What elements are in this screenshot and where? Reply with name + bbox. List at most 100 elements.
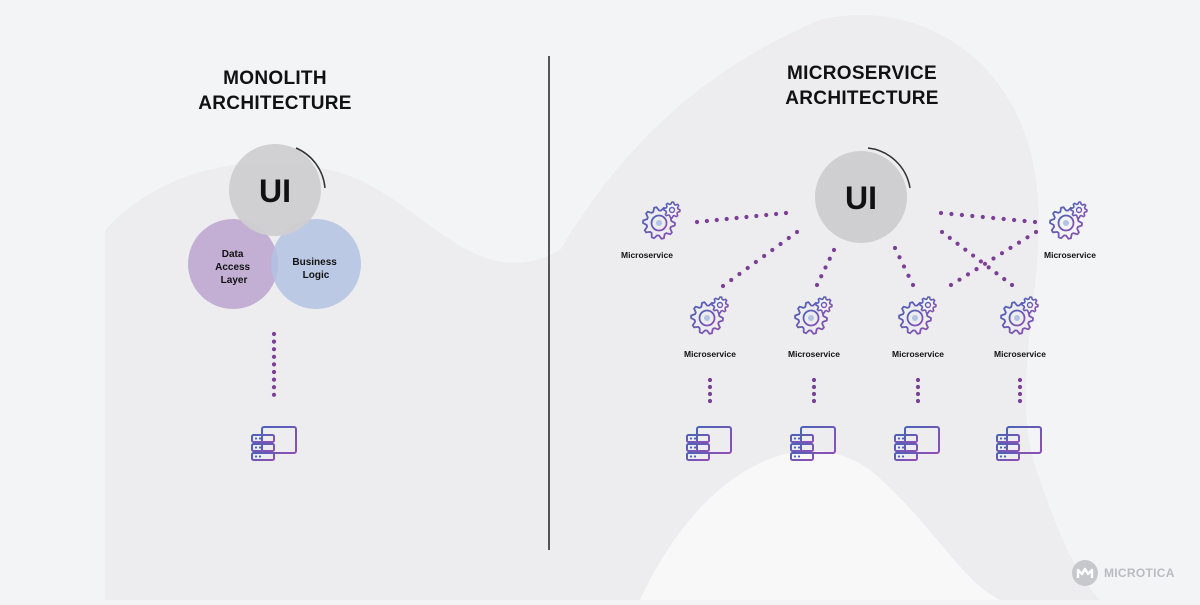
gear-icon	[1049, 201, 1088, 240]
connector-dot	[970, 213, 975, 219]
connector-dot	[986, 265, 991, 270]
connector-dot	[707, 384, 713, 390]
connector-dot	[811, 377, 817, 383]
service-icons	[642, 201, 1088, 469]
microservice-label: Microservice	[788, 349, 840, 359]
data-access-label-line: Data	[222, 249, 244, 260]
connector-dot	[707, 391, 713, 397]
connector-dot	[1017, 391, 1023, 397]
connector-dot	[938, 210, 944, 216]
connector-dot	[1033, 229, 1039, 235]
connector-dot	[724, 216, 729, 222]
connector-dot	[910, 282, 916, 288]
monolith-title-line: MONOLITH	[223, 68, 327, 89]
microservice-title-line: MICROSERVICE	[787, 63, 937, 84]
connector-dot	[1012, 217, 1017, 223]
connector-dot	[949, 211, 954, 217]
connector-dot	[915, 398, 921, 404]
connector-dot	[947, 235, 952, 240]
connector-dot	[271, 354, 277, 359]
gear-icon	[1000, 296, 1039, 335]
connector-dot	[915, 384, 921, 390]
monolith-title: MONOLITH ARCHITECTURE	[175, 66, 375, 116]
connector-dot	[737, 271, 742, 277]
connector-dot	[1002, 277, 1007, 282]
connector-dot	[729, 277, 734, 283]
connector-dot	[753, 259, 758, 265]
computer-database-icon	[996, 426, 1043, 469]
connector-dot	[957, 277, 962, 282]
gear-icon	[690, 296, 729, 335]
connector-dot	[994, 271, 999, 276]
ui-circle	[229, 144, 321, 236]
connector-dot	[271, 331, 277, 337]
connector-dot	[707, 398, 713, 404]
connector-dot	[915, 377, 921, 383]
ui-label: UI	[259, 173, 291, 209]
data-access-label-line: Layer	[221, 275, 248, 286]
connector-dot	[1032, 219, 1038, 225]
connector-dot	[764, 212, 769, 218]
data-access-layer-circle	[188, 219, 278, 309]
connector-dot	[811, 384, 817, 390]
connector-dot	[955, 241, 960, 246]
connector-dot	[271, 385, 277, 390]
microservice-title-line: ARCHITECTURE	[785, 88, 939, 109]
connector-dot	[271, 369, 277, 375]
connector-dot	[939, 229, 945, 235]
connector-dot	[770, 247, 775, 253]
computer-database-icon	[790, 426, 837, 469]
connector-dot	[1017, 384, 1023, 390]
connector-dot	[762, 253, 767, 259]
data-access-label-line: Access	[215, 262, 250, 273]
connector-dot	[1008, 245, 1013, 250]
connector-dot	[1017, 377, 1023, 383]
connector-dot	[1001, 216, 1006, 222]
connector-dot	[819, 274, 824, 279]
connector-dot	[271, 362, 277, 367]
computer-database-icon	[686, 426, 733, 469]
connector-dot	[271, 377, 277, 382]
connector-dot	[991, 256, 996, 261]
connector-dot	[786, 235, 791, 241]
microservice-label: Microservice	[994, 349, 1046, 359]
gear-icon	[642, 201, 681, 240]
connector-dot	[271, 347, 277, 352]
microservice-title: MICROSERVICE ARCHITECTURE	[752, 61, 972, 111]
ui-arc-accent	[867, 147, 911, 189]
connector-dot	[1025, 235, 1030, 240]
connector-dot	[965, 272, 971, 277]
business-logic-circle	[271, 219, 361, 309]
connector-dot	[1016, 240, 1022, 245]
computer-database-icon	[251, 426, 298, 469]
monolith-db-connector	[271, 331, 277, 397]
connector-dot	[707, 377, 713, 383]
connector-dot	[901, 264, 907, 269]
connector-dot	[948, 282, 954, 288]
connector-dot	[974, 267, 979, 272]
connector-dot	[1022, 218, 1027, 224]
connector-dot	[906, 273, 911, 278]
connector-dot	[892, 245, 898, 251]
connector-dot	[794, 229, 800, 235]
service-connections	[694, 210, 1039, 404]
gear-icon	[898, 296, 937, 335]
connector-dot	[704, 218, 709, 224]
connector-dot	[823, 265, 828, 270]
monolith-title-line: ARCHITECTURE	[198, 93, 352, 114]
connector-dot	[811, 391, 817, 397]
connector-dot	[814, 282, 820, 288]
connector-dot	[811, 398, 817, 404]
computer-database-icon	[894, 426, 941, 469]
brand-name: MICROTICA	[1104, 566, 1175, 580]
data-access-label: Data Access Layer	[215, 249, 253, 286]
connector-dot	[982, 261, 988, 266]
ui-arc-accent	[295, 147, 326, 189]
ui-circle	[815, 151, 907, 243]
connector-dot	[1017, 398, 1023, 404]
connector-dot	[915, 391, 921, 397]
connector-dot	[827, 256, 832, 261]
ui-label: UI	[845, 180, 877, 216]
connector-dot	[745, 265, 750, 271]
